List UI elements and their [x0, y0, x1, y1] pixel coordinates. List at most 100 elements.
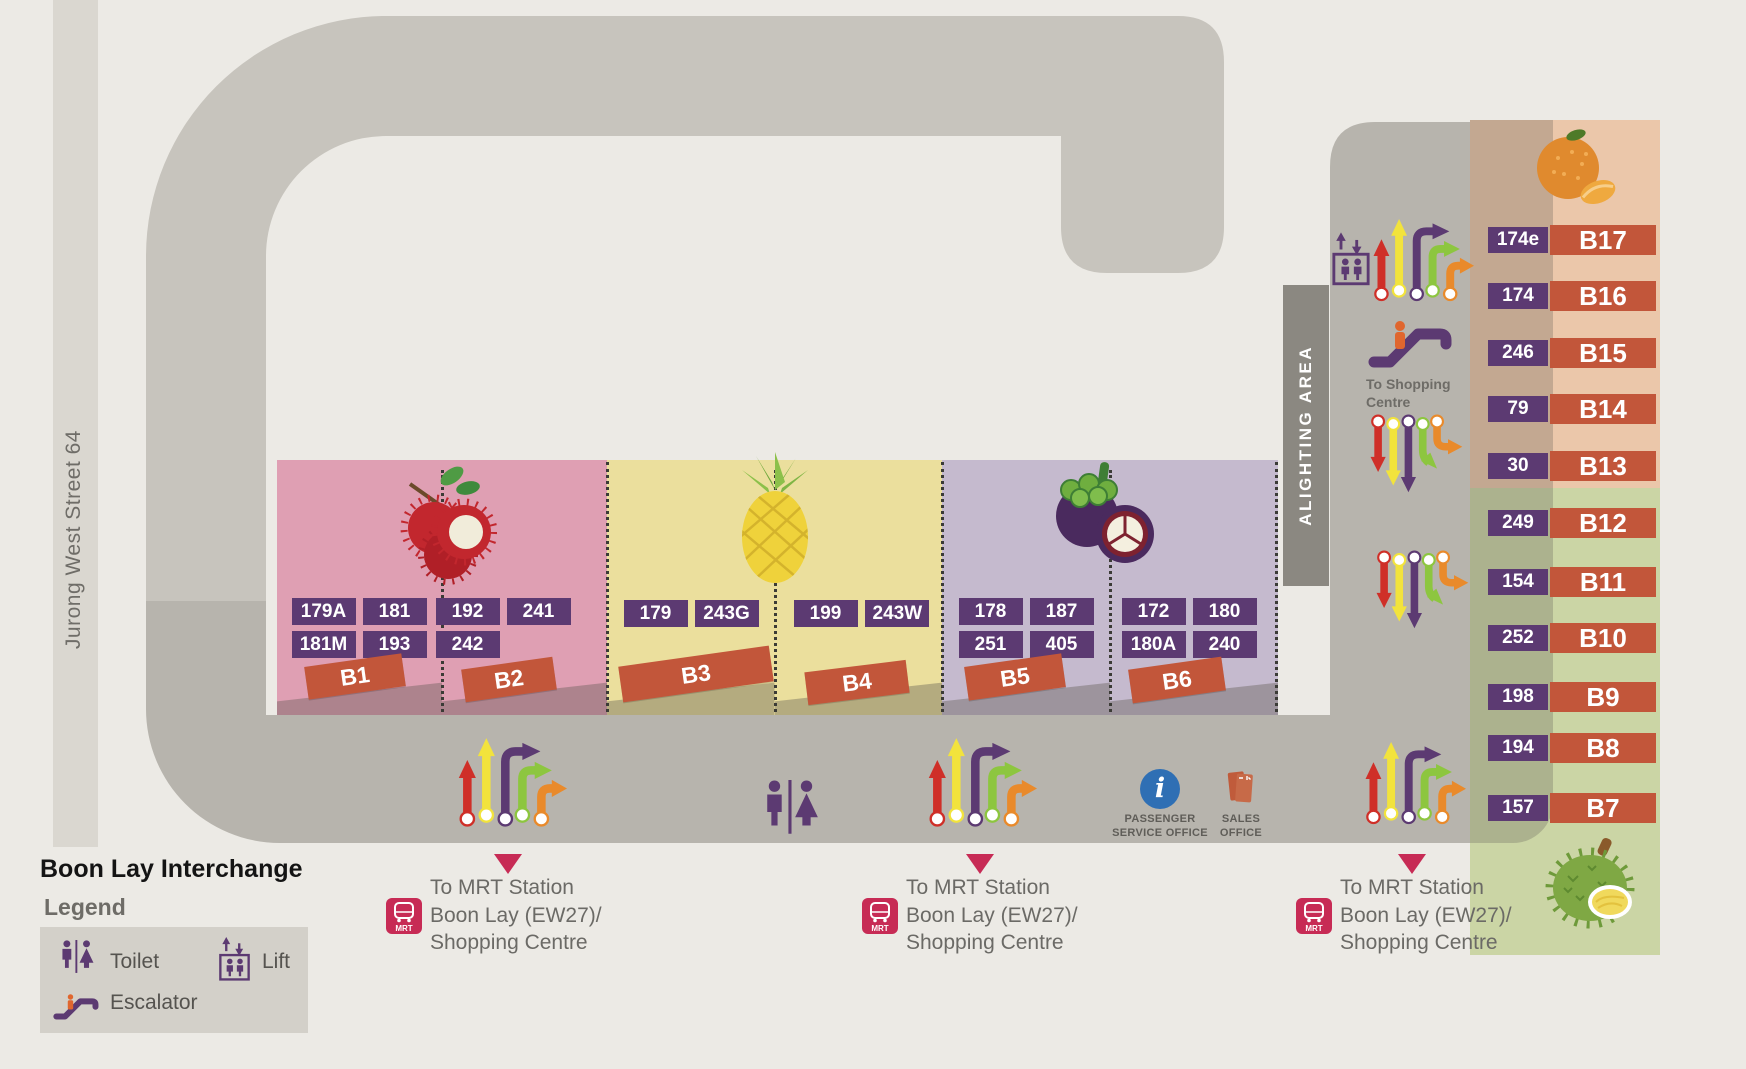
service-badge: 154	[1488, 569, 1548, 595]
information-icon: i	[1140, 769, 1180, 809]
berth-code-badge: B10	[1550, 623, 1656, 653]
service-badge: 187	[1029, 598, 1094, 625]
berth-row: 154 B11	[1488, 567, 1656, 597]
service-badge: 241	[506, 598, 571, 625]
svg-text:MRT: MRT	[871, 924, 888, 933]
toilet-icon	[767, 780, 818, 834]
service-badge: 157	[1488, 795, 1548, 821]
service-badge: 181	[362, 598, 427, 625]
service-badge: 172	[1121, 598, 1186, 625]
rambutan-icon	[400, 466, 497, 585]
bus-flow-arrows-down-icon	[1376, 550, 1469, 629]
berth-row: 198 B9	[1488, 682, 1656, 712]
legend-lift-label: Lift	[262, 950, 291, 973]
service-badge: 181M	[291, 631, 356, 658]
bus-flow-arrows-up-icon	[928, 738, 1037, 827]
service-badge: 192	[435, 598, 500, 625]
service-badge: 246	[1488, 340, 1548, 366]
svg-text:MRT: MRT	[395, 924, 412, 933]
berth-services-b4: 199 243W	[793, 600, 929, 627]
mrt-exit-label: To MRT Station Boon Lay (EW27)/ Shopping…	[906, 876, 1078, 955]
service-badge: 180A	[1121, 631, 1186, 658]
page-title: Boon Lay Interchange	[40, 855, 303, 883]
legend-heading: Legend	[44, 894, 126, 920]
mrt-icon: MRT	[386, 898, 422, 934]
service-badge: 179	[623, 600, 688, 627]
bus-flow-arrows-up-icon	[458, 738, 567, 827]
service-badge: 243G	[694, 600, 759, 627]
exit-arrow-icon	[494, 854, 522, 874]
service-badge: 243W	[864, 600, 929, 627]
service-badge: 199	[793, 600, 858, 627]
berth-divider	[441, 470, 444, 712]
berth-services-b1: 179A 181 181M 193	[289, 598, 429, 658]
service-badge: 194	[1488, 735, 1548, 761]
street-name: Jurong West Street 64	[62, 430, 85, 650]
berth-code-badge: B9	[1550, 682, 1656, 712]
berth-divider	[941, 462, 944, 712]
service-badge: 179A	[291, 598, 356, 625]
alighting-area-bar: ALIGHTING AREA	[1283, 285, 1329, 586]
service-badge: 174	[1488, 283, 1548, 309]
street-road	[53, 0, 98, 847]
berth-code-badge: B17	[1550, 225, 1656, 255]
service-badge: 193	[362, 631, 427, 658]
mangosteen-icon	[1056, 462, 1154, 563]
berth-row: 79 B14	[1488, 394, 1656, 424]
service-badge: 249	[1488, 510, 1548, 536]
mrt-exit-label: To MRT Station Boon Lay (EW27)/ Shopping…	[430, 876, 602, 955]
service-badge: 240	[1192, 631, 1257, 658]
exit-arrow-icon	[966, 854, 994, 874]
berth-code-badge: B16	[1550, 281, 1656, 311]
mrt-icon: MRT	[1296, 898, 1332, 934]
berth-row: 174e B17	[1488, 225, 1656, 255]
mandarin-icon	[1537, 129, 1616, 205]
road-overlap-shade	[1470, 488, 1553, 843]
berth-services-b5: 178 187 251 405	[956, 598, 1096, 658]
service-badge: 178	[958, 598, 1023, 625]
berth-services-b6: 172 180 180A 240	[1121, 598, 1257, 658]
berth-code-badge: B13	[1550, 451, 1656, 481]
to-shopping-centre-label: To Shopping Centre	[1366, 376, 1451, 410]
bus-flow-arrows-down-icon	[1370, 414, 1463, 493]
bus-flow-arrows-up-icon	[1365, 741, 1466, 825]
mrt-icon: MRT	[862, 898, 898, 934]
svg-text:MRT: MRT	[1305, 924, 1322, 933]
escalator-icon	[53, 994, 99, 1020]
berth-code-badge: B11	[1550, 567, 1656, 597]
berth-code-badge: B12	[1550, 508, 1656, 538]
berth-code-badge: B8	[1550, 733, 1656, 763]
service-badge: 252	[1488, 625, 1548, 651]
berth-code-badge: B7	[1550, 793, 1656, 823]
berth-row: 194 B8	[1488, 733, 1656, 763]
berth-row: 252 B10	[1488, 623, 1656, 653]
service-badge: 180	[1192, 598, 1257, 625]
berth-services-b3: 179 243G	[616, 600, 766, 627]
escalator-icon	[1368, 321, 1452, 368]
berth-row: 246 B15	[1488, 338, 1656, 368]
road-loop-upper	[146, 16, 1224, 625]
berth-services-b2: 192 241 242	[435, 598, 571, 658]
berth-divider	[1275, 462, 1278, 712]
mrt-exit-label: To MRT Station Boon Lay (EW27)/ Shopping…	[1340, 876, 1512, 955]
service-badge: 198	[1488, 684, 1548, 710]
legend-escalator-label: Escalator	[110, 991, 198, 1014]
berth-row: 30 B13	[1488, 451, 1656, 481]
berth-divider	[606, 462, 609, 712]
service-badge: 79	[1488, 396, 1548, 422]
berth-row: 174 B16	[1488, 281, 1656, 311]
berth-code-badge: B15	[1550, 338, 1656, 368]
service-badge: 174e	[1488, 227, 1548, 253]
lift-icon	[1332, 232, 1370, 286]
sales-office-label: SALES OFFICE	[1219, 813, 1263, 839]
passenger-service-office-label: PASSENGER SERVICE OFFICE	[1112, 813, 1208, 839]
pineapple-icon	[742, 452, 808, 583]
berth-row: 249 B12	[1488, 508, 1656, 538]
service-badge: 251	[958, 631, 1023, 658]
toilet-icon	[62, 940, 94, 973]
service-badge: 242	[435, 631, 500, 658]
berth-code-badge: B14	[1550, 394, 1656, 424]
service-badge: 405	[1029, 631, 1094, 658]
berth-divider	[774, 470, 777, 712]
